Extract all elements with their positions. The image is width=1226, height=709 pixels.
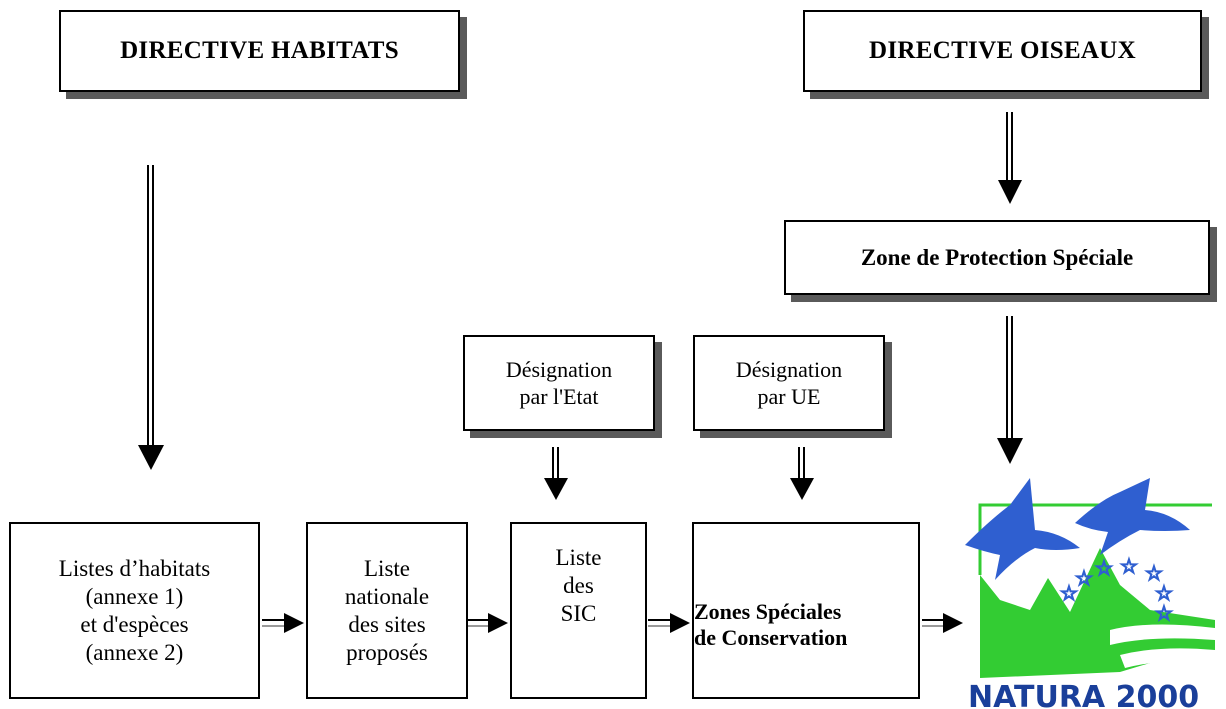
directive-habitats-box: DIRECTIVE HABITATS (59, 10, 460, 92)
natura-2000-text: NATURA 2000 (968, 680, 1199, 709)
arrow-oiseaux-down (998, 112, 1022, 204)
liste-sic-line-3: SIC (560, 601, 597, 626)
liste-nationale-line-1: Liste (364, 555, 410, 581)
liste-nationale-line-2: nationale (344, 583, 430, 609)
directive-oiseaux-box: DIRECTIVE OISEAUX (803, 10, 1202, 92)
svg-text:☆: ☆ (1155, 603, 1173, 625)
arrow-zsc-to-natura (922, 613, 963, 633)
designation-ue-line-1: Désignation (735, 357, 843, 382)
arrow-designation-etat-down (544, 447, 568, 500)
listes-habitats-box: Listes d’habitats (annexe 1) et d'espèce… (9, 522, 260, 699)
directive-oiseaux-label: DIRECTIVE OISEAUX (869, 37, 1136, 64)
liste-sic-line-1: Liste (555, 545, 602, 570)
zones-speciales-box: Zones Spéciales de Conservation (692, 522, 920, 699)
listes-habitats-line-4: (annexe 2) (85, 639, 184, 665)
svg-text:☆: ☆ (1095, 558, 1113, 580)
arrow-designation-ue-down (790, 447, 814, 500)
designation-ue-line-2: par UE (757, 384, 821, 409)
natura-2000-logo: ☆ ☆ ☆ ☆ ☆ ☆ ☆ NATURA 2000 (965, 478, 1215, 709)
designation-etat-box: Désignation par l'Etat (463, 335, 655, 431)
zone-protection-speciale-box: Zone de Protection Spéciale (784, 220, 1210, 295)
arrow-sic-to-zsc (648, 613, 690, 633)
svg-text:☆: ☆ (1145, 563, 1163, 585)
directive-habitats-label: DIRECTIVE HABITATS (120, 37, 399, 64)
liste-nationale-box: Liste nationale des sites proposés (306, 522, 468, 699)
listes-habitats-line-3: et d'espèces (80, 611, 189, 637)
arrow-habitats-down (138, 165, 164, 470)
svg-text:☆: ☆ (1155, 583, 1173, 605)
listes-habitats-line-1: Listes d’habitats (58, 555, 211, 581)
svg-text:☆: ☆ (1075, 568, 1093, 590)
arrow-nationale-to-sic (468, 613, 508, 633)
svg-text:☆: ☆ (1060, 583, 1078, 605)
liste-nationale-line-4: proposés (346, 639, 428, 665)
designation-ue-box: Désignation par UE (693, 335, 885, 431)
designation-etat-line-2: par l'Etat (519, 384, 599, 409)
listes-habitats-line-2: (annexe 1) (85, 583, 184, 609)
zones-speciales-line-2: de Conservation (694, 624, 848, 650)
arrow-zps-down (997, 316, 1023, 464)
zone-protection-speciale-label: Zone de Protection Spéciale (860, 244, 1134, 270)
liste-nationale-line-3: des sites (348, 611, 426, 637)
eu-stars: ☆ ☆ ☆ ☆ ☆ ☆ ☆ (1059, 555, 1173, 626)
arrow-habitats-to-nationale (262, 613, 304, 633)
svg-text:☆: ☆ (1120, 556, 1138, 578)
liste-sic-box: Liste des SIC (510, 522, 647, 699)
zones-speciales-line-1: Zones Spéciales (694, 598, 842, 624)
designation-etat-line-1: Désignation (505, 357, 613, 382)
liste-sic-line-2: des (563, 573, 594, 598)
